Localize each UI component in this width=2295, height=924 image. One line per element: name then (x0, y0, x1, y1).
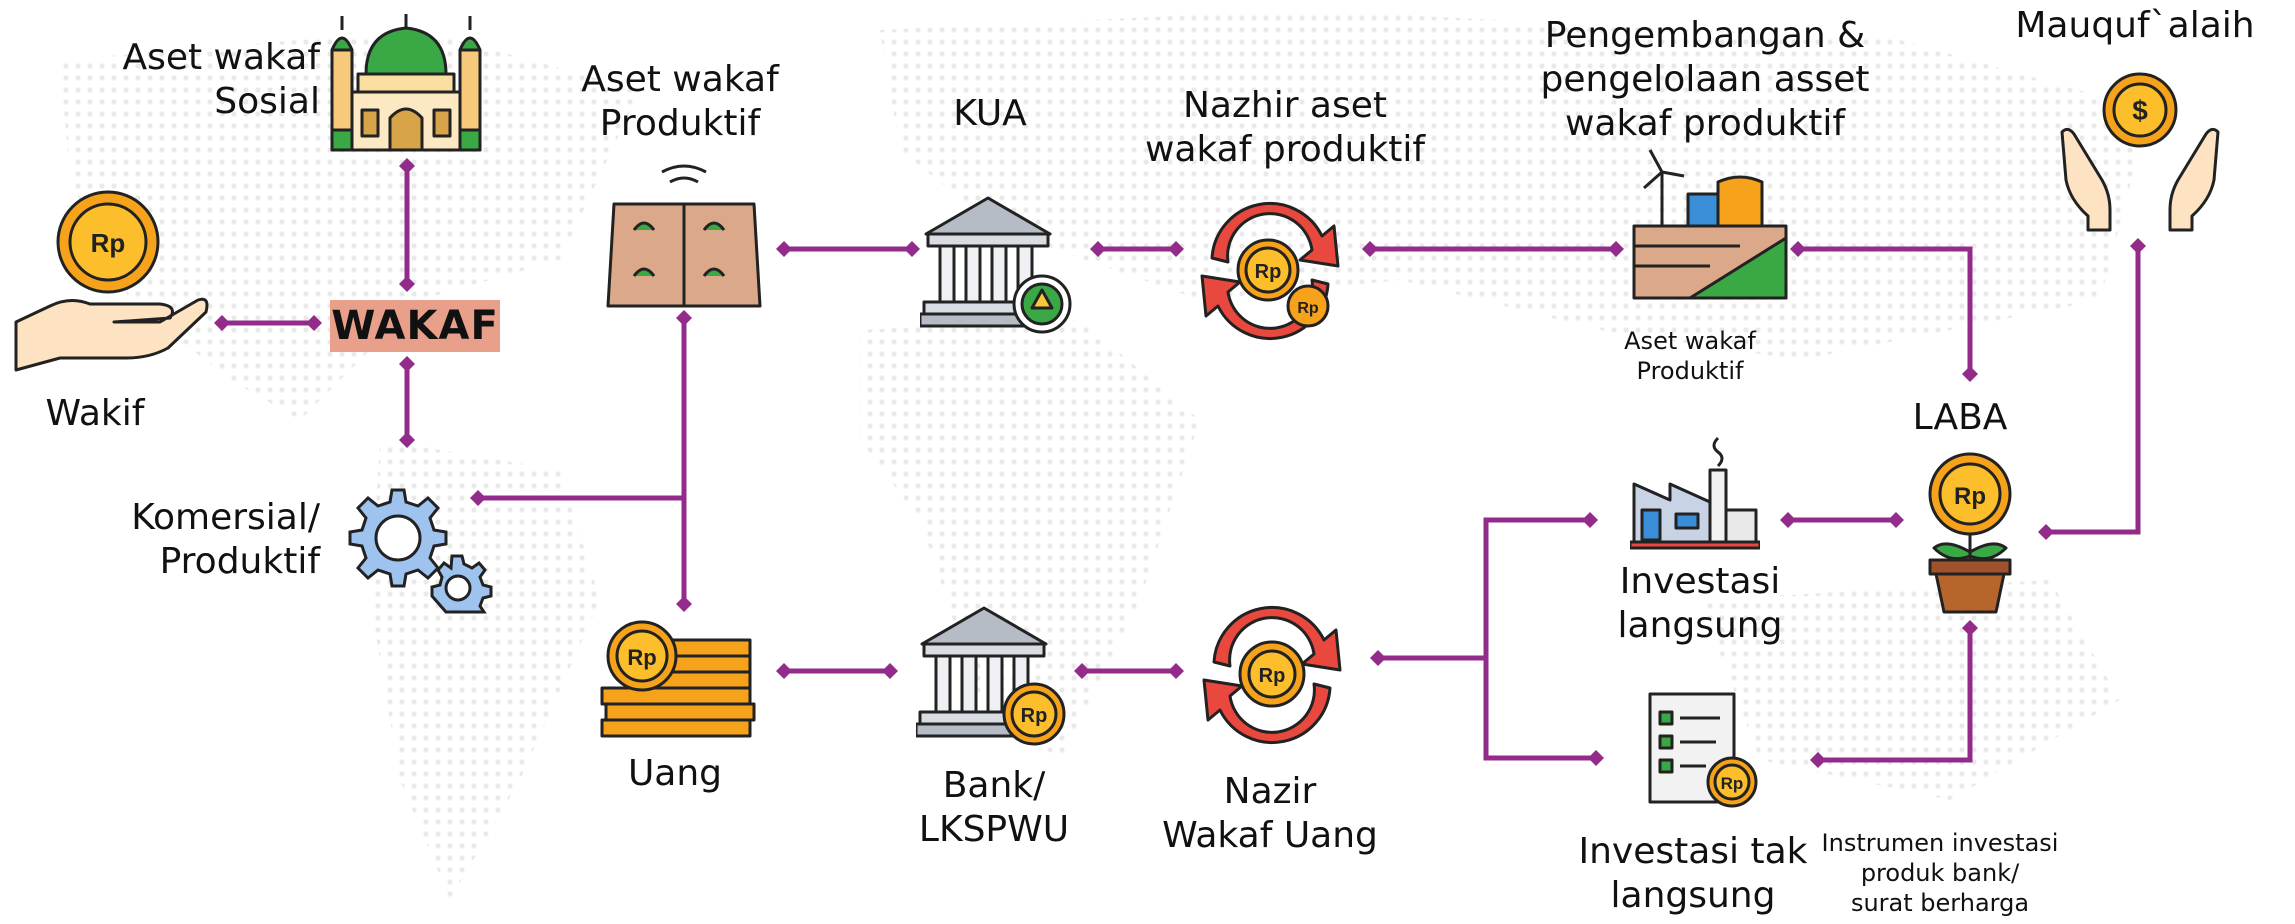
komersial-label: Komersial/ Produktif (131, 497, 320, 582)
coin-label: Rp (1021, 705, 1048, 727)
uang-label: Uang (627, 753, 723, 794)
cycle-coin-icon: Rp (1202, 606, 1342, 744)
connector-komersial-produktif (469, 309, 693, 507)
coin-stack-icon: Rp (600, 620, 756, 738)
document-checklist-icon: Rp (1648, 692, 1758, 808)
coin-label: Rp (1259, 665, 1286, 687)
connector-split-langsung (1483, 511, 1599, 658)
connector-instrumen-laba (1809, 619, 1979, 769)
pengembangan-label: Pengembangan & pengelolaan asset wakaf p… (1540, 15, 1870, 144)
coin-label: Rp (1255, 261, 1282, 283)
kua-label: KUA (953, 93, 1027, 134)
coin-label: Rp (627, 645, 656, 670)
factory-icon (1630, 436, 1760, 550)
cycle-coin-icon: Rp Rp (1200, 202, 1340, 340)
connector-split-tak-langsung (1483, 658, 1605, 767)
farm-windmill-icon (1632, 149, 1788, 300)
wakif-label: Wakif (45, 393, 145, 434)
nazir-uang-label: Nazir Wakaf Uang (1162, 771, 1378, 856)
hands-coin-icon: $ (2060, 72, 2220, 232)
bank-coin-icon: Rp (916, 606, 1066, 746)
gears-icon (348, 488, 493, 614)
farmland-icon (606, 164, 762, 308)
mosque-icon (330, 14, 482, 152)
aset-sosial-label: Aset wakaf Sosial (122, 37, 320, 122)
aset-produktif-label: Aset wakaf Produktif (581, 59, 779, 144)
instrumen-label: Instrumen investasi produk bank/ surat b… (1821, 829, 2059, 917)
laba-label: LABA (1912, 397, 2008, 438)
coin-label: Rp (1297, 300, 1319, 317)
coin-hand-icon: Rp (14, 190, 209, 372)
investasi-tak-langsung-label: Investasi tak langsung (1578, 831, 1808, 916)
wakaf-label: WAKAF (331, 303, 499, 349)
investasi-langsung-label: Investasi langsung (1617, 561, 1783, 646)
connector-pengembangan-laba (1789, 240, 1979, 383)
coin-label: Rp (1721, 774, 1744, 793)
coin-label: Rp (91, 228, 126, 258)
wakaf-label-box: WAKAF (330, 300, 500, 352)
connector-laba-mauquf (2037, 237, 2147, 541)
money-plant-icon: Rp (1928, 452, 2012, 614)
coin-label: Rp (1954, 483, 1986, 510)
kua-bank-icon (920, 196, 1072, 334)
aset-produktif-small-label: Aset wakaf Produktif (1624, 327, 1756, 385)
bank-label: Bank/ LKSPWU (918, 765, 1070, 850)
dollar-sign: $ (2132, 95, 2148, 126)
nazhir-label: Nazhir aset wakaf produktif (1144, 85, 1426, 170)
mauquf-label: Mauquf`alaih (2015, 5, 2255, 46)
